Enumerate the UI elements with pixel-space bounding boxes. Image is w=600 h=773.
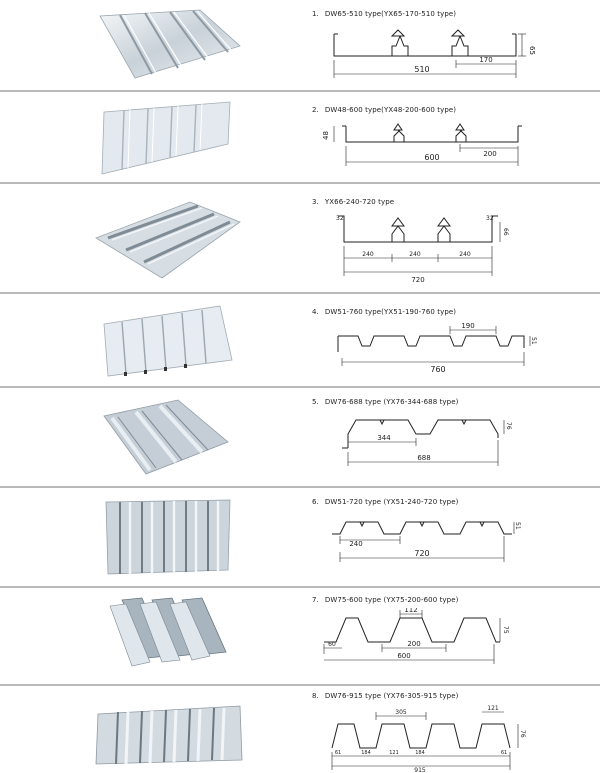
dim-edge-right: 61 [501,750,507,756]
deck-photo-1 [99,9,241,79]
deck-photo-3 [95,201,241,279]
product-row-7: 7.DW75-600 type (YX75-200-600 type) 112 … [0,588,600,680]
product-row-3: 3.YX66-240-720 type 720 240 240 240 66 3… [0,184,600,290]
dim-width: 720 [414,549,429,558]
product-row-5: 5.DW76-688 type (YX76-344-688 type) 344 … [0,388,600,484]
dim-pitch-a: 240 [362,251,374,258]
profile-drawing-5: 344 688 76 [342,419,512,466]
item-title: 1.DW65-510 type(YX65-170-510 type) [312,10,457,18]
dim-pitch: 170 [479,56,492,64]
dim-seg-a: 184 [361,750,371,756]
dim-height: 66 [502,228,509,236]
deck-photo-6 [105,499,231,575]
dim-pitch-c: 240 [459,251,471,258]
row-divider [0,182,600,184]
dim-height: 75 [502,626,509,634]
dim-width: 688 [417,454,430,462]
dim-lip-right: 32 [486,215,494,222]
dim-top: 121 [487,705,499,712]
dim-pitch-b: 240 [409,251,421,258]
row-divider [0,486,600,488]
deck-photo-8 [95,705,243,765]
profile-drawing-1: 510 170 65 [333,29,536,78]
dim-lip-left: 32 [336,215,344,222]
dim-top: 112 [404,608,417,614]
dim-height: 51 [514,522,521,530]
deck-photo-2 [101,101,231,175]
product-row-4: 4.DW51-760 type(YX51-190-760 type) 190 7… [0,294,600,384]
dim-edge-left: 61 [335,750,341,756]
dim-seg-b: 121 [389,750,399,756]
dim-pitch: 240 [349,540,362,548]
profile-drawing-3: 720 240 240 240 66 32 32 [336,215,509,284]
row-divider [0,90,600,92]
dim-width: 720 [411,276,424,284]
dim-pitch: 200 [407,640,420,648]
dim-height: 48 [322,131,330,140]
dim-height: 51 [530,337,537,345]
dim-height: 76 [505,422,512,430]
deck-photo-7 [109,597,227,667]
dim-height: 76 [519,730,526,738]
item-title: 8.DW76-915 type (YX76-305-915 type) [312,692,459,700]
dim-pitch: 344 [377,434,391,442]
dim-width: 915 [414,767,426,772]
profile-drawing-4: 190 760 51 [337,322,537,374]
dim-width: 510 [414,65,429,74]
profile-drawing-6: 240 720 51 [332,521,521,562]
dim-width: 600 [424,153,439,162]
dim-pitch: 200 [483,150,496,158]
product-row-8: 8.DW76-915 type (YX76-305-915 type) 305 … [0,686,600,773]
dim-pitch: 190 [461,322,474,330]
product-row-1: 1.DW65-510 type(YX65-170-510 type) 510 1… [0,0,600,88]
row-divider [0,386,600,388]
product-row-6: 6.DW51-720 type (YX51-240-720 type) 240 … [0,488,600,584]
dim-edge: 60 [328,641,336,648]
row-divider [0,292,600,294]
product-row-2: 2.DW48-600 type(YX48-200-600 type) 600 2… [0,92,600,182]
dim-width: 760 [430,365,445,374]
dim-pitch: 305 [395,709,407,716]
row-divider [0,586,600,588]
deck-photo-5 [103,399,229,475]
profile-drawing-2: 600 200 48 [322,123,522,166]
row-divider [0,684,600,686]
item-title: 7.DW75-600 type (YX75-200-600 type) [312,596,459,604]
dim-seg-c: 184 [415,750,425,756]
item-title: 4.DW51-760 type(YX51-190-760 type) [312,308,457,316]
profile-drawing-8: 305 121 61 184 121 184 915 61 76 [331,705,526,772]
dim-height: 65 [528,46,536,55]
item-title: 6.DW51-720 type (YX51-240-720 type) [312,498,459,506]
item-title: 3.YX66-240-720 type [312,198,395,206]
item-title: 2.DW48-600 type(YX48-200-600 type) [312,106,457,114]
deck-photo-4 [103,305,233,377]
item-title: 5.DW76-688 type (YX76-344-688 type) [312,398,459,406]
dim-width: 600 [397,652,410,660]
profile-drawing-7: 112 200 60 600 75 [323,608,509,664]
